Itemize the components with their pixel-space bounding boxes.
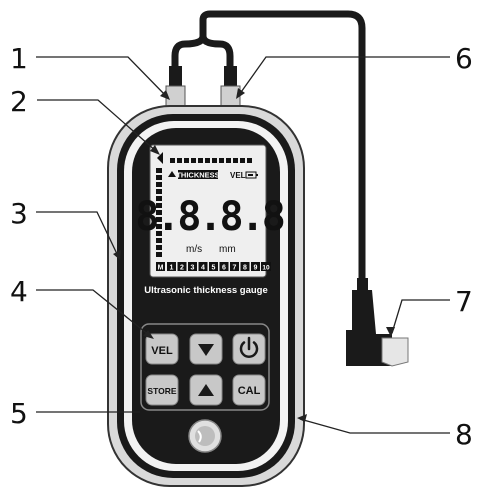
battery-icon: [245, 171, 258, 179]
lcd-scale-10: 10: [262, 265, 270, 272]
device-name-label: Ultrasonic thickness gauge: [144, 285, 268, 296]
arrow-1: [160, 90, 170, 100]
cal-button[interactable]: CAL: [232, 374, 266, 406]
leader-lines: [36, 56, 450, 434]
lcd-screen: THICKNESS VEL 8.8.8.8 m/s mm M 1 2 3 4 5…: [135, 144, 287, 278]
lcd-scale-1: 1: [170, 265, 174, 272]
lcd-scale-8: 8: [243, 265, 247, 272]
callout-1: 1: [10, 42, 28, 75]
leader-7: [391, 299, 450, 334]
down-button[interactable]: [189, 333, 223, 365]
leader-1: [36, 56, 168, 98]
arrow-8: [297, 414, 307, 422]
lcd-scale-start: M: [158, 265, 164, 272]
arrow-6: [236, 88, 245, 99]
callout-7: 7: [455, 285, 473, 318]
store-button[interactable]: STORE: [145, 374, 179, 406]
arrow-3: [113, 250, 121, 260]
coupling-icon: [168, 171, 176, 177]
connector-left: [165, 66, 186, 109]
lcd-digits: 8.8.8.8: [135, 194, 283, 240]
lcd-scale-3: 3: [191, 265, 195, 272]
callout-4: 4: [10, 275, 28, 308]
callout-6: 6: [455, 42, 473, 75]
lcd-unit-velocity: m/s: [186, 244, 202, 255]
vel-button[interactable]: VEL: [145, 333, 179, 365]
leader-8: [299, 418, 450, 434]
lcd-scale-2: 2: [180, 265, 184, 272]
lcd-thickness-label: THICKNESS: [176, 171, 219, 180]
lcd-arrow-icon: [157, 152, 163, 164]
down-triangle-icon: [198, 344, 214, 356]
probe: [346, 278, 409, 367]
lcd-scale-9: 9: [254, 265, 258, 272]
probe-cable: [199, 10, 366, 286]
leader-arrows: [113, 88, 395, 422]
keypad-panel: [140, 323, 270, 411]
cal-button-label: CAL: [238, 385, 261, 397]
lcd-left-bar: [156, 168, 162, 257]
lcd-scale-4: 4: [201, 265, 205, 272]
leader-4: [36, 289, 151, 337]
power-button[interactable]: [232, 333, 266, 365]
callout-5: 5: [10, 397, 28, 430]
arrow-7: [386, 327, 395, 337]
arrow-4: [143, 330, 154, 339]
leader-2: [37, 99, 158, 153]
power-icon: [239, 336, 259, 358]
up-button[interactable]: [189, 374, 223, 406]
arrow-2: [150, 145, 160, 155]
lcd-scale: M 1 2 3 4 5 6 7 8 9 10: [156, 262, 271, 272]
callout-3: 3: [10, 197, 28, 230]
leader-6: [238, 56, 450, 96]
lcd-unit-length: mm: [219, 244, 236, 255]
lcd-scale-5: 5: [212, 265, 216, 272]
callout-8: 8: [455, 418, 473, 451]
leader-3: [36, 211, 119, 257]
callout-2: 2: [10, 85, 28, 118]
store-button-label: STORE: [147, 386, 176, 396]
cable-split: [171, 35, 234, 70]
vel-button-label: VEL: [151, 345, 173, 357]
lcd-top-bar: [170, 158, 252, 163]
connector-right: [220, 66, 241, 109]
calibration-block: [188, 419, 222, 453]
lcd-scale-7: 7: [233, 265, 237, 272]
lcd-scale-6: 6: [222, 265, 226, 272]
lcd-vel-label: VEL: [230, 171, 246, 180]
up-triangle-icon: [198, 384, 214, 396]
